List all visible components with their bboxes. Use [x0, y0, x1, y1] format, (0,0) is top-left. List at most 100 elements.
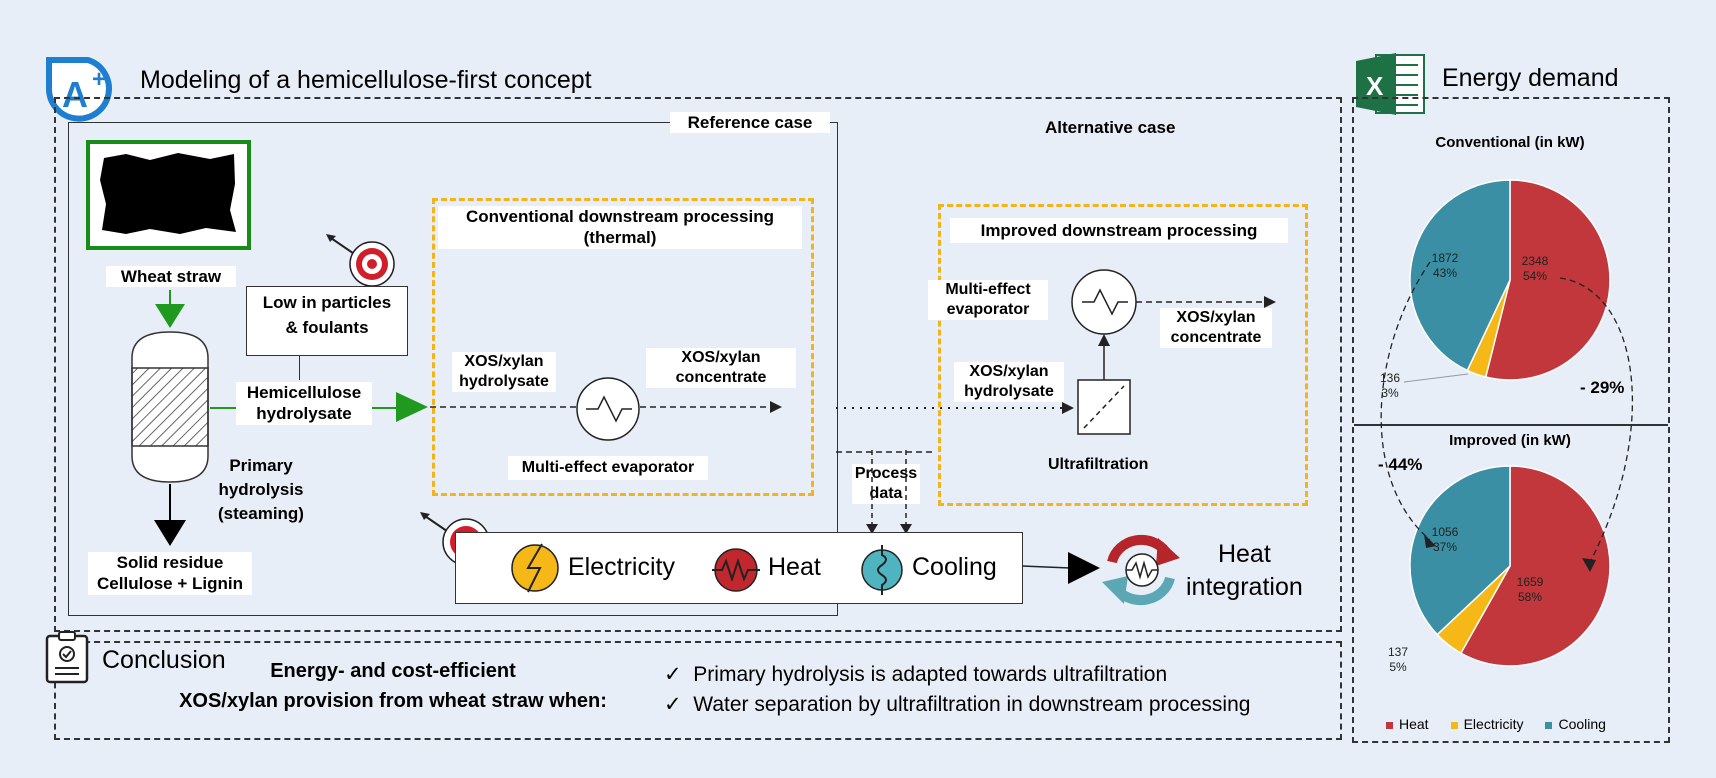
heat-integration-label: Heat integration [1186, 538, 1303, 603]
pie-title-conventional: Conventional (in kW) [1435, 134, 1585, 151]
hydrolysate-2: hydrolysate [256, 404, 352, 424]
conclusion-title: Conclusion [98, 646, 230, 675]
pie-legend: Heat Electricity Cooling [1386, 716, 1606, 732]
alt-out-label: XOS/xylan concentrate [1160, 308, 1272, 348]
reactor-label-3: (steaming) [218, 503, 304, 523]
alt-evap-2: evaporator [946, 301, 1030, 318]
pie-percent-heat: 58% [1518, 590, 1542, 604]
reduction-improved: - 44% [1378, 455, 1423, 474]
process-data-label: Process data [852, 464, 920, 504]
dsp-title-1: Conventional downstream processing [466, 207, 774, 226]
conv-in-label: XOS/xylan hydrolysate [452, 352, 556, 392]
pie-slice-cooling [1409, 465, 1511, 636]
reduction-conventional: - 29% [1580, 378, 1625, 397]
alt-evap-label: Multi-effect evaporator [928, 280, 1048, 320]
legend-cooling-label: Cooling [1558, 716, 1606, 732]
alt-out-2: concentrate [1170, 329, 1262, 346]
ultrafiltration-label: Ultrafiltration [1048, 456, 1149, 473]
residue-arrow [154, 484, 186, 546]
bullet-text-1: Primary hydrolysis is adapted towards ul… [693, 663, 1168, 686]
hydrolysate-label: Hemicellulose hydrolysate [236, 382, 372, 425]
reference-frame [68, 122, 838, 616]
pie-percent-electricity: 3% [1381, 386, 1399, 400]
svg-text:X: X [1366, 71, 1384, 101]
pie-slice-heat [1484, 179, 1611, 381]
alt-in-label: XOS/xylan hydrolysate [954, 362, 1064, 402]
conclusion-bullets: ✓ Primary hydrolysis is adapted towards … [664, 660, 1250, 721]
pie-percent-electricity: 5% [1389, 660, 1407, 674]
main-frame [54, 97, 1342, 632]
comparison-arrows [1380, 261, 1633, 572]
pie-title-improved: Improved (in kW) [1449, 432, 1571, 449]
alt-in-1: XOS/xylan [969, 363, 1049, 380]
cooling-icon [861, 545, 903, 595]
excel-icon: X [1356, 53, 1425, 115]
residue-line-1: Solid residue [116, 553, 224, 572]
conclusion-lead: Energy- and cost-efficient XOS/xylan pro… [150, 656, 636, 716]
leader-line [1403, 373, 1469, 383]
pie-value-heat: 2348 [1522, 254, 1549, 268]
conventional-dsp-title: Conventional downstream processing (ther… [438, 206, 802, 249]
pie-percent-cooling: 37% [1433, 540, 1457, 554]
energy-demand-title: Energy demand [1442, 64, 1619, 92]
pie-value-cooling: 1872 [1432, 251, 1459, 265]
heat-integration-1: Heat [1217, 540, 1271, 568]
hydrolysis-reactor [131, 331, 209, 483]
heat-integration-icon [1102, 534, 1180, 606]
alt-out-1: XOS/xylan [1176, 309, 1256, 326]
reactor-label: Primary hydrolysis (steaming) [206, 454, 316, 525]
conv-in-1: XOS/xylan [464, 353, 544, 370]
clipboard-icon [45, 631, 89, 684]
check-icon: ✓ [664, 693, 682, 717]
reactor-label-2: hydrolysis [218, 479, 304, 499]
conclusion-frame [54, 641, 1342, 740]
target-note-1: Low in particles [262, 293, 392, 312]
hydrolysate-1: Hemicellulose [246, 383, 362, 402]
target-note-2: & foulants [285, 317, 369, 337]
heat-icon [712, 548, 760, 592]
conv-out-1: XOS/xylan [681, 349, 761, 366]
wheat-straw-image [86, 140, 251, 250]
feed-arrow [155, 290, 185, 328]
legend-electricity: Electricity [1450, 716, 1524, 732]
process-data-1: Process [854, 465, 918, 482]
improved-dsp-frame [938, 204, 1308, 506]
pie-percent-cooling: 43% [1433, 266, 1457, 280]
electricity-icon [511, 543, 559, 593]
conclusion-bullet-1: ✓ Primary hydrolysis is adapted towards … [664, 660, 1250, 690]
process-data-2: data [869, 485, 903, 502]
energy-frame [1352, 97, 1670, 743]
legend-electricity-label: Electricity [1463, 716, 1524, 732]
electricity-label: Electricity [568, 553, 675, 581]
legend-heat-label: Heat [1399, 716, 1429, 732]
target-note-box: Low in particles & foulants [246, 286, 408, 356]
reactor-label-1: Primary [229, 456, 293, 475]
ultrafiltration-icon [1077, 334, 1131, 435]
target-icon [326, 234, 395, 287]
cooling-label: Cooling [912, 553, 997, 581]
note-connector [299, 356, 300, 380]
heat-label: Heat [768, 553, 821, 581]
pie-slice-cooling [1409, 179, 1511, 372]
conv-stream [430, 401, 782, 413]
conclusion-lead-1: Energy- and cost-efficient [270, 660, 516, 682]
page-title: Modeling of a hemicellulose-first concep… [140, 66, 592, 94]
conv-evaporator-label: Multi-effect evaporator [508, 456, 708, 480]
process-data-arrows [866, 450, 912, 534]
pie-value-cooling: 1056 [1432, 525, 1459, 539]
pie-divider [1354, 424, 1668, 426]
alternative-case-label: Alternative case [1045, 118, 1176, 137]
heat-integration-2: integration [1186, 572, 1303, 601]
alt-evap-1: Multi-effect [945, 281, 1031, 298]
evaporator-icon [576, 377, 640, 441]
bullet-text-2: Water separation by ultrafiltration in d… [693, 693, 1251, 717]
pie-value-electricity: 137 [1388, 645, 1408, 659]
solid-residue-label: Solid residue Cellulose + Lignin [88, 552, 252, 595]
conv-out-2: concentrate [675, 369, 767, 386]
alt-in-2: hydrolysate [964, 383, 1054, 400]
legend-heat: Heat [1386, 716, 1429, 732]
conventional-dsp-frame [432, 198, 814, 496]
conv-out-label: XOS/xylan concentrate [646, 348, 796, 388]
